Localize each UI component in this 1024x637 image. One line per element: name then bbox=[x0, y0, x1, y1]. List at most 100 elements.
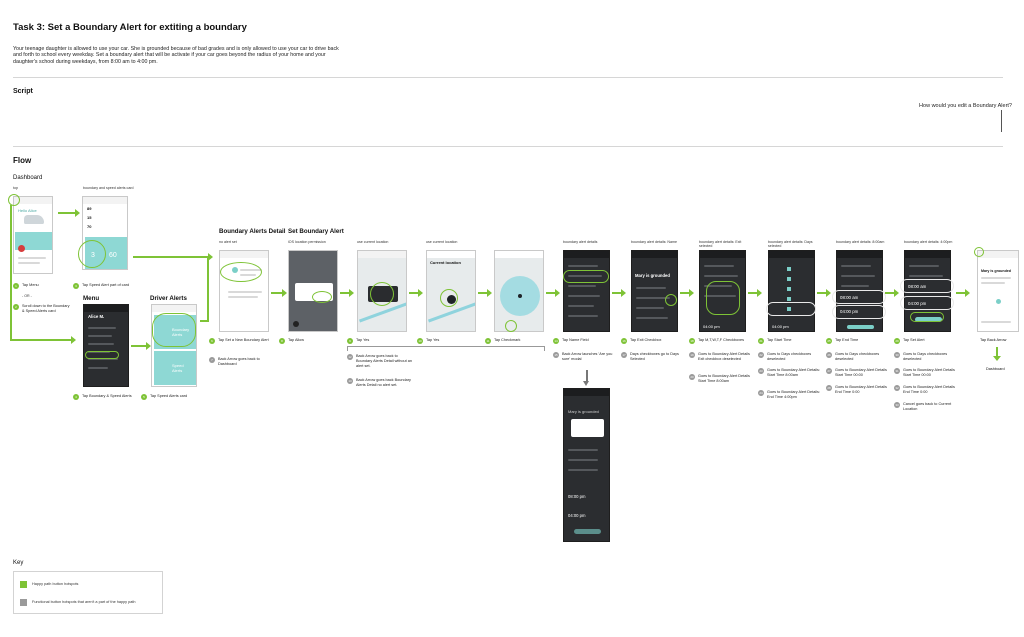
arrow-down bbox=[583, 370, 589, 386]
final-card-title: Mary is grounded bbox=[981, 269, 1011, 273]
speed-alerts-label: Speed Alerts bbox=[172, 363, 184, 373]
detail-sub: boundary alert details bbox=[563, 240, 598, 244]
hotspot-boundary-menu[interactable] bbox=[85, 351, 119, 359]
key-legend: Happy path button hotspots Functional bu… bbox=[13, 571, 163, 614]
detail-screen-4: 04:00 pm bbox=[768, 250, 815, 332]
hotspot-exit-checkbox[interactable] bbox=[665, 294, 677, 306]
bracket bbox=[347, 346, 545, 351]
hotspot-speed-alert[interactable] bbox=[78, 240, 106, 268]
hotspot-boundary-card[interactable] bbox=[152, 313, 196, 347]
hotspot-new-boundary[interactable] bbox=[220, 262, 262, 282]
key-swatch-happy bbox=[20, 581, 27, 588]
set-boundary-heading: Set Boundary Alert bbox=[288, 228, 344, 235]
connector bbox=[10, 205, 12, 340]
arrow bbox=[546, 289, 560, 297]
boundary-alerts-label: Boundary Alerts bbox=[172, 327, 190, 337]
key-heading: Key bbox=[13, 560, 24, 566]
arrow bbox=[885, 289, 899, 297]
key-text-functional: Functional button hotspots that aren't a… bbox=[32, 600, 136, 604]
dashboard-screen: Hello Alice bbox=[13, 196, 53, 274]
end-time: 04:00 pm bbox=[840, 309, 859, 314]
hotspot-menu[interactable] bbox=[8, 194, 20, 206]
permission-screen bbox=[288, 250, 338, 332]
arrow-to-driver-alerts bbox=[131, 342, 151, 350]
arrow-to-boundary-detail bbox=[133, 253, 213, 261]
arrow bbox=[748, 289, 762, 297]
stat-3: 70 bbox=[87, 224, 92, 229]
detail-sub: boundary alert details: Exit selected bbox=[699, 240, 742, 248]
alert-badge bbox=[18, 245, 25, 252]
key-swatch-functional bbox=[20, 599, 27, 606]
boundary-detail-sub: no alert set bbox=[219, 240, 237, 244]
detail-sub: boundary alert details: Name bbox=[631, 240, 677, 244]
end-time-highlight bbox=[832, 305, 886, 319]
gauge-speed: 60 bbox=[109, 252, 117, 259]
arrow bbox=[340, 289, 354, 297]
detail-sub: boundary alert details: 4:00pm bbox=[904, 240, 953, 244]
flow-heading: Flow bbox=[13, 156, 32, 165]
arrow-down bbox=[993, 347, 1001, 361]
detail-sub: boundary alert details: Days selected bbox=[768, 240, 813, 248]
hotspot-days[interactable] bbox=[706, 281, 740, 315]
arrow bbox=[680, 289, 694, 297]
arrow-to-menu bbox=[10, 336, 76, 344]
step-back-arrow: Tap Back Arrow bbox=[980, 338, 1007, 342]
arrow bbox=[612, 289, 626, 297]
final-boundary-screen: Mary is grounded bbox=[977, 250, 1019, 332]
task-title: Task 3: Set a Boundary Alert for extitin… bbox=[13, 22, 247, 33]
radius-screen bbox=[494, 250, 544, 332]
screen-sub: use current location bbox=[357, 240, 389, 244]
hotspot-allow[interactable] bbox=[312, 291, 332, 303]
menu-heading: Menu bbox=[83, 295, 100, 302]
speed-alerts-card bbox=[154, 351, 196, 385]
end-time: 04:00 pm bbox=[703, 324, 720, 329]
arrow bbox=[271, 289, 287, 297]
hotspot-back-arrow[interactable] bbox=[974, 247, 984, 257]
hotspot-set-alert[interactable] bbox=[910, 312, 944, 322]
modal-time-2: 04:00 pm bbox=[568, 513, 586, 518]
greeting: Hello Alice bbox=[18, 208, 37, 213]
end-time-highlight bbox=[900, 296, 954, 310]
start-time: 08:00 am bbox=[908, 284, 927, 289]
divider bbox=[13, 77, 1003, 78]
are-you-sure-dialog bbox=[571, 419, 604, 437]
boundary-detail-heading: Boundary Alerts Detail bbox=[219, 228, 286, 235]
connector bbox=[207, 258, 209, 322]
or-text: - OR - bbox=[22, 294, 32, 298]
connector bbox=[200, 320, 208, 322]
detail-sub: boundary alert details: 8:00am bbox=[836, 240, 885, 244]
hotspot-yes[interactable] bbox=[370, 282, 394, 306]
screen-sub: iOS location permission bbox=[288, 240, 326, 244]
script-heading: Script bbox=[13, 88, 33, 95]
menu-screen: Alice M. bbox=[83, 304, 129, 387]
hotspot-yes-2[interactable] bbox=[440, 289, 458, 307]
hotspot-checkmark[interactable] bbox=[505, 320, 517, 332]
arrow bbox=[478, 289, 492, 297]
start-time-highlight bbox=[766, 302, 816, 316]
hotspot-name-field[interactable] bbox=[563, 270, 609, 283]
car-image bbox=[24, 215, 44, 224]
modal-time-1: 08:00 pm bbox=[568, 494, 586, 499]
